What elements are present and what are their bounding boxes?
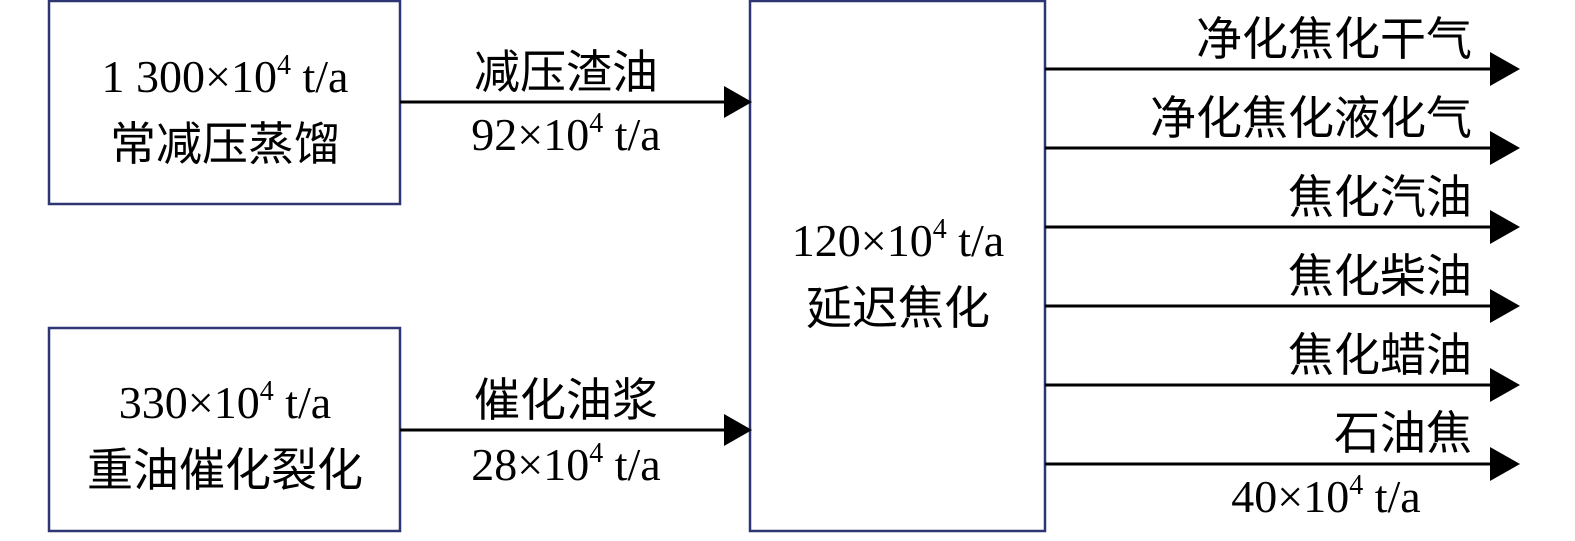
- rfcc-box: 330×104 t/a 重油催化裂化: [47, 326, 402, 533]
- coker-name: 延迟焦化: [806, 283, 990, 334]
- coker-capacity: 120×104 t/a: [792, 214, 1004, 266]
- output-diesel-label: 焦化柴油: [1288, 251, 1472, 302]
- output-wax-oil-flow: 焦化蜡油: [1045, 330, 1520, 402]
- output-petroleum-coke-flow: 石油焦 40×104 t/a: [1045, 408, 1520, 522]
- atm-vac-name: 常减压蒸馏: [110, 119, 340, 170]
- atm-vac-capacity: 1 300×104 t/a: [102, 50, 349, 102]
- output-lpg-arrowhead: [1490, 131, 1520, 165]
- vacuum-residue-arrowhead: [724, 86, 752, 118]
- vacuum-residue-rate: 92×104 t/a: [471, 108, 660, 160]
- vacuum-residue-label: 减压渣油: [474, 47, 658, 98]
- slurry-oil-label: 催化油浆: [474, 375, 658, 426]
- output-diesel-flow: 焦化柴油: [1045, 251, 1520, 323]
- output-petroleum-coke-label: 石油焦: [1334, 408, 1472, 459]
- slurry-oil-flow: 催化油浆 28×104 t/a: [400, 375, 752, 490]
- delayed-coking-box: 120×104 t/a 延迟焦化: [748, 0, 1047, 533]
- output-lpg-label: 净化焦化液化气: [1150, 93, 1472, 144]
- output-dry-gas-label: 净化焦化干气: [1196, 14, 1472, 65]
- output-wax-oil-arrowhead: [1490, 368, 1520, 402]
- output-wax-oil-label: 焦化蜡油: [1288, 330, 1472, 381]
- atm-vac-box-frame: [47, 0, 402, 206]
- output-diesel-arrowhead: [1490, 289, 1520, 323]
- slurry-oil-arrowhead: [724, 414, 752, 446]
- output-gasoline-arrowhead: [1490, 210, 1520, 244]
- rfcc-name: 重油催化裂化: [87, 445, 363, 496]
- output-dry-gas-flow: 净化焦化干气: [1045, 14, 1520, 86]
- output-lpg-flow: 净化焦化液化气: [1045, 93, 1520, 165]
- output-petroleum-coke-arrowhead: [1490, 447, 1520, 481]
- output-dry-gas-arrowhead: [1490, 52, 1520, 86]
- atm-vac-distillation-box: 1 300×104 t/a 常减压蒸馏: [47, 0, 402, 206]
- vacuum-residue-flow: 减压渣油 92×104 t/a: [400, 47, 752, 160]
- rfcc-box-frame: [47, 326, 402, 533]
- rfcc-capacity: 330×104 t/a: [119, 376, 331, 428]
- slurry-oil-rate: 28×104 t/a: [471, 438, 660, 490]
- coker-box-frame: [748, 0, 1047, 533]
- output-gasoline-flow: 焦化汽油: [1045, 172, 1520, 244]
- output-gasoline-label: 焦化汽油: [1288, 172, 1472, 223]
- output-petroleum-coke-rate: 40×104 t/a: [1231, 470, 1420, 522]
